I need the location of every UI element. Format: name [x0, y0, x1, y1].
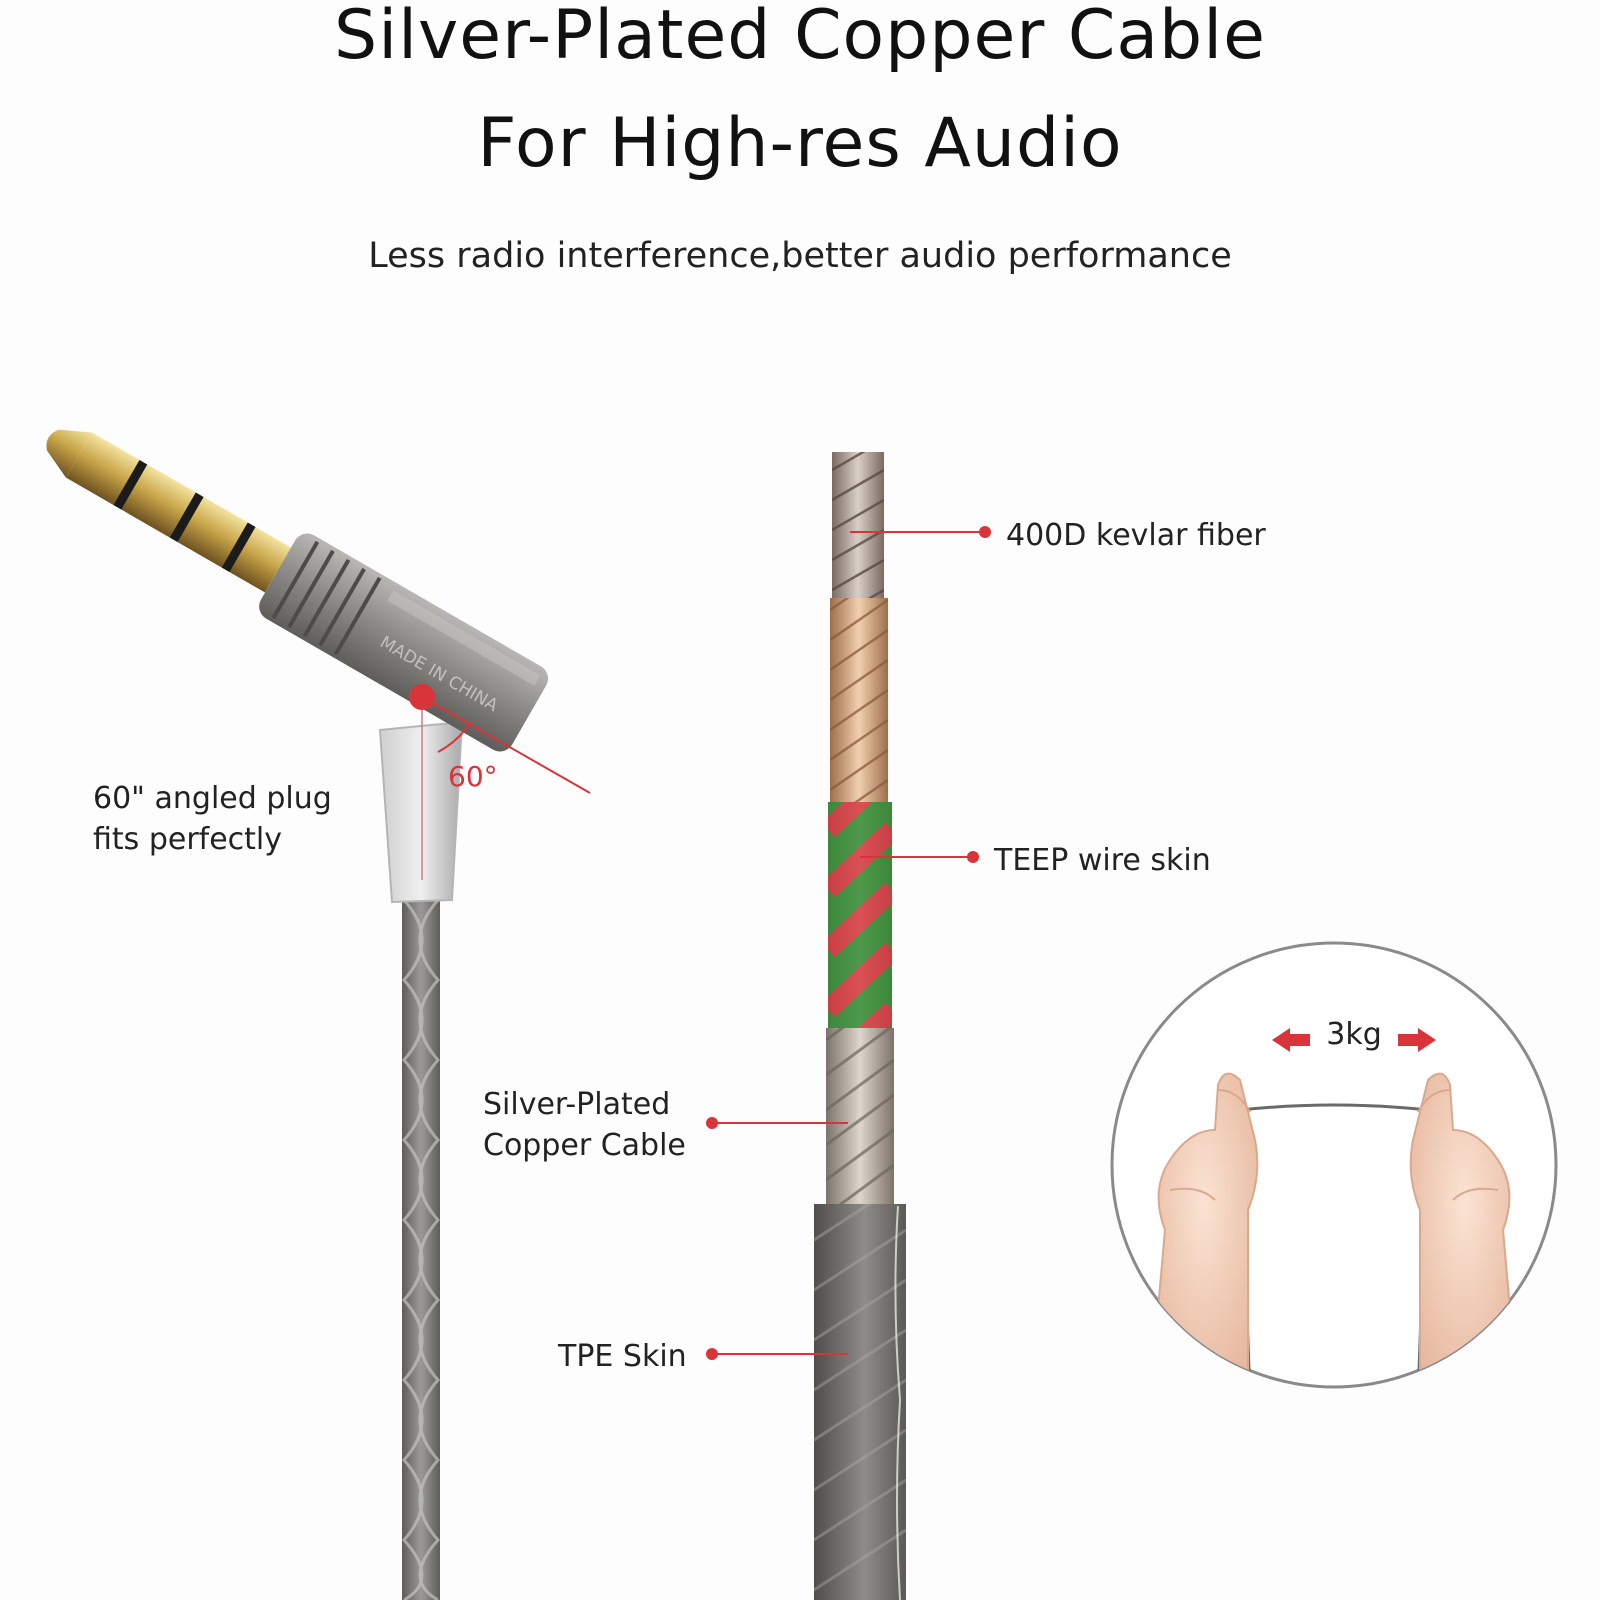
label-copper: Silver-Plated Copper Cable — [483, 1084, 686, 1166]
arrow-left-icon — [1272, 1028, 1310, 1052]
title-line-2: For High-res Audio — [477, 104, 1123, 183]
layer-teep-skin — [828, 802, 892, 1030]
label-kevlar: 400D kevlar fiber — [1006, 518, 1266, 553]
callout-copper — [706, 1117, 848, 1129]
cable-cross-section — [706, 452, 991, 1600]
label-tpe: TPE Skin — [558, 1339, 687, 1374]
arrow-right-icon — [1398, 1028, 1436, 1052]
left-hand — [1148, 1072, 1259, 1387]
layer-copper-strands — [830, 598, 888, 804]
plug-label-line2: fits perfectly — [93, 822, 283, 857]
tensile-test-illustration: 3kg — [1110, 941, 1558, 1389]
load-label: 3kg — [1326, 1017, 1382, 1052]
label-copper-line1: Silver-Plated — [483, 1087, 671, 1122]
title-line-1: Silver-Plated Copper Cable — [334, 0, 1266, 75]
plug-description: 60" angled plug fits perfectly — [93, 778, 332, 860]
angled-plug-illustration: MADE IN CHINA 60° — [46, 429, 591, 1600]
callout-tpe — [706, 1348, 848, 1360]
layer-kevlar — [832, 452, 884, 600]
callout-teep — [860, 851, 979, 863]
plug-label-line1: 60" angled plug — [93, 781, 332, 816]
subtitle: Less radio interference,better audio per… — [368, 236, 1232, 276]
layer-tpe-skin — [814, 1204, 906, 1600]
angle-ray — [421, 696, 591, 794]
callout-kevlar — [850, 526, 991, 538]
plug-cable — [401, 898, 441, 1600]
label-teep: TEEP wire skin — [994, 843, 1211, 878]
layer-silver-copper — [826, 1028, 894, 1208]
right-hand — [1409, 1072, 1520, 1387]
angle-label: 60° — [448, 760, 498, 793]
label-copper-line2: Copper Cable — [483, 1128, 686, 1163]
plug-gold-pin — [65, 432, 292, 593]
